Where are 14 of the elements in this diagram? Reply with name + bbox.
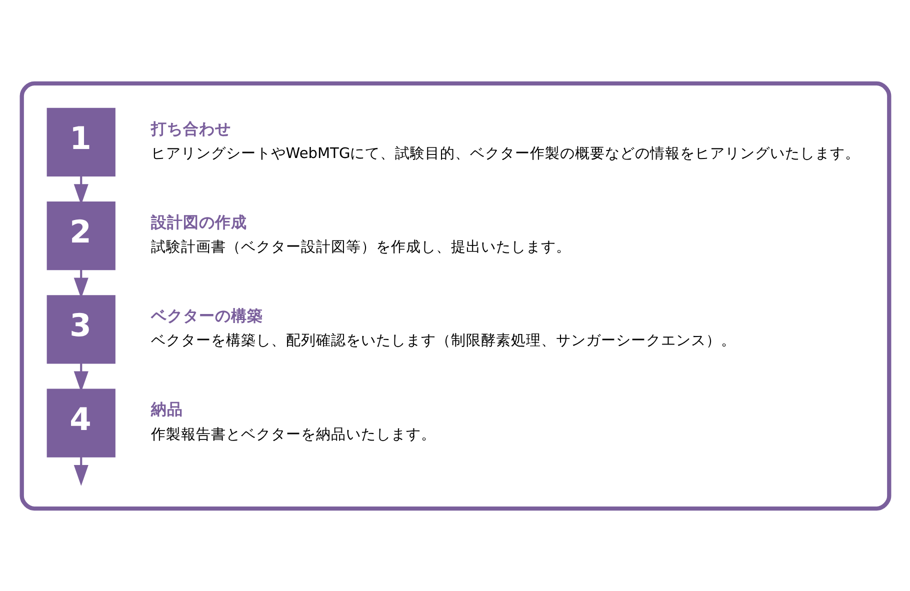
arrow — [73, 456, 88, 486]
node-label: ベクターを構築し、配列確認をいたします（制限酵素処理、サンガーシークエンス）。 — [150, 332, 736, 349]
node-label: 作製報告書とベクターを納品いたします。 — [150, 425, 436, 442]
node-box: 3 — [46, 294, 115, 364]
node-label: ベクターの構築 — [150, 306, 262, 325]
node-label: 打ち合わせ — [150, 119, 230, 138]
node-box: 1 — [46, 107, 115, 176]
node-label: 設計図の作成 — [150, 213, 246, 232]
node-label: 納品 — [150, 400, 182, 418]
node-box: 4 — [46, 388, 115, 457]
node-label: ヒアリングシートやWebMTGにて、試験目的、ベクター作製の概要などの情報をヒアリングいたします。 — [150, 144, 860, 162]
cluster — [19, 80, 891, 510]
node-label: 試験計画書（ベクター設計図等）を作成し、提出いたします。 — [150, 238, 570, 256]
node-box: 2 — [46, 201, 115, 270]
